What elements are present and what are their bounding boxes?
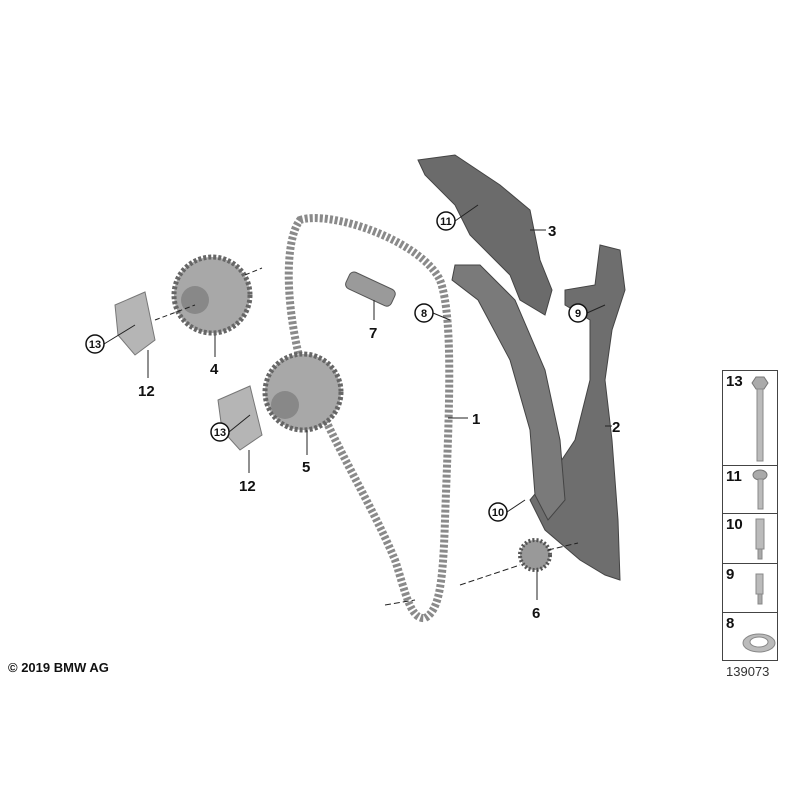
slide-rail xyxy=(451,264,566,521)
svg-text:4: 4 xyxy=(210,361,219,378)
legend-item-8: 8 xyxy=(723,613,777,660)
svg-text:13: 13 xyxy=(89,339,101,351)
svg-text:5: 5 xyxy=(302,459,310,476)
callout-2: 2 xyxy=(612,419,620,436)
crankshaft-sprocket xyxy=(518,538,552,572)
leader-lines xyxy=(103,204,612,606)
vanos-hub xyxy=(181,286,209,314)
legend-item-13: 13 xyxy=(723,371,777,466)
callout-7: 7 xyxy=(369,325,377,342)
callout-1: 1 xyxy=(472,411,480,428)
washer-icon xyxy=(742,633,776,653)
callout-13a: 13 xyxy=(85,334,105,354)
legend-item-9: 9 xyxy=(723,564,777,613)
callout-4: 4 xyxy=(210,361,219,378)
long-bolt-icon xyxy=(751,376,769,462)
callout-5: 5 xyxy=(302,459,310,476)
svg-text:13: 13 xyxy=(214,427,226,439)
svg-text:12: 12 xyxy=(138,383,155,400)
reference-number: 139073 xyxy=(726,664,770,679)
vanos-unit-exhaust xyxy=(262,351,344,433)
callout-8: 8 xyxy=(414,303,434,323)
vanos-unit-intake xyxy=(171,254,253,336)
svg-text:7: 7 xyxy=(369,325,377,342)
callout-9: 9 xyxy=(568,303,588,323)
flange-bolt-icon xyxy=(752,469,768,510)
callout-12b: 12 xyxy=(239,478,256,495)
callout-10: 10 xyxy=(488,502,508,522)
legend-item-10: 10 xyxy=(723,514,777,564)
svg-text:1: 1 xyxy=(472,411,480,428)
sleeve-pin-icon xyxy=(755,518,765,560)
callout-6: 6 xyxy=(532,605,540,622)
svg-text:6: 6 xyxy=(532,605,540,622)
trigger-wheel xyxy=(114,291,156,356)
svg-text:12: 12 xyxy=(239,478,256,495)
svg-text:10: 10 xyxy=(492,507,504,519)
svg-text:8: 8 xyxy=(421,308,427,320)
svg-text:3: 3 xyxy=(548,223,556,240)
svg-text:11: 11 xyxy=(440,216,452,228)
callout-11: 11 xyxy=(436,211,456,231)
legend-item-11: 11 xyxy=(723,466,777,514)
fastener-legend: 13 11 10 9 8 xyxy=(722,370,778,661)
vanos-hub xyxy=(271,391,299,419)
chain-tensioner xyxy=(345,271,396,307)
copyright: © 2019 BMW AG xyxy=(8,660,109,675)
svg-text:9: 9 xyxy=(575,308,581,320)
callout-3: 3 xyxy=(548,223,556,240)
callout-12a: 12 xyxy=(138,383,155,400)
short-pin-icon xyxy=(755,573,764,605)
upper-guide-rail xyxy=(417,154,553,316)
svg-text:2: 2 xyxy=(612,419,620,436)
callout-13b: 13 xyxy=(210,422,230,442)
